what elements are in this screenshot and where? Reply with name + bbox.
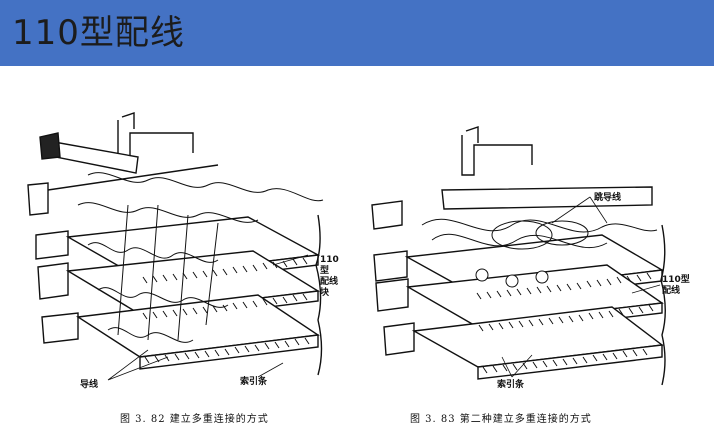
slide-title: 110型配线 (12, 13, 185, 53)
wiring-illustration-left (27, 112, 324, 381)
title-bar: 110型配线 (0, 0, 714, 66)
label-index-strip-right: 索引条 (497, 380, 525, 390)
figure-left: 110型 配线块 导线 索引条 (18, 95, 339, 405)
label-wire: 导线 (80, 380, 99, 390)
label-index-strip: 索引条 (240, 377, 268, 387)
label-jumper-wire: 跳导线 (594, 193, 622, 203)
figure-right: 跳导线 110型 配线 索引条 (362, 95, 692, 405)
label-110-block: 110型 配线块 (320, 255, 339, 298)
wiring-illustration-right (371, 126, 666, 386)
caption-figure-3-83: 图 3. 83 第二种建立多重连接的方式 (410, 414, 592, 425)
caption-figure-3-82: 图 3. 82 建立多重连接的方式 (120, 414, 269, 425)
label-110-wiring: 110型 配线 (662, 275, 690, 296)
